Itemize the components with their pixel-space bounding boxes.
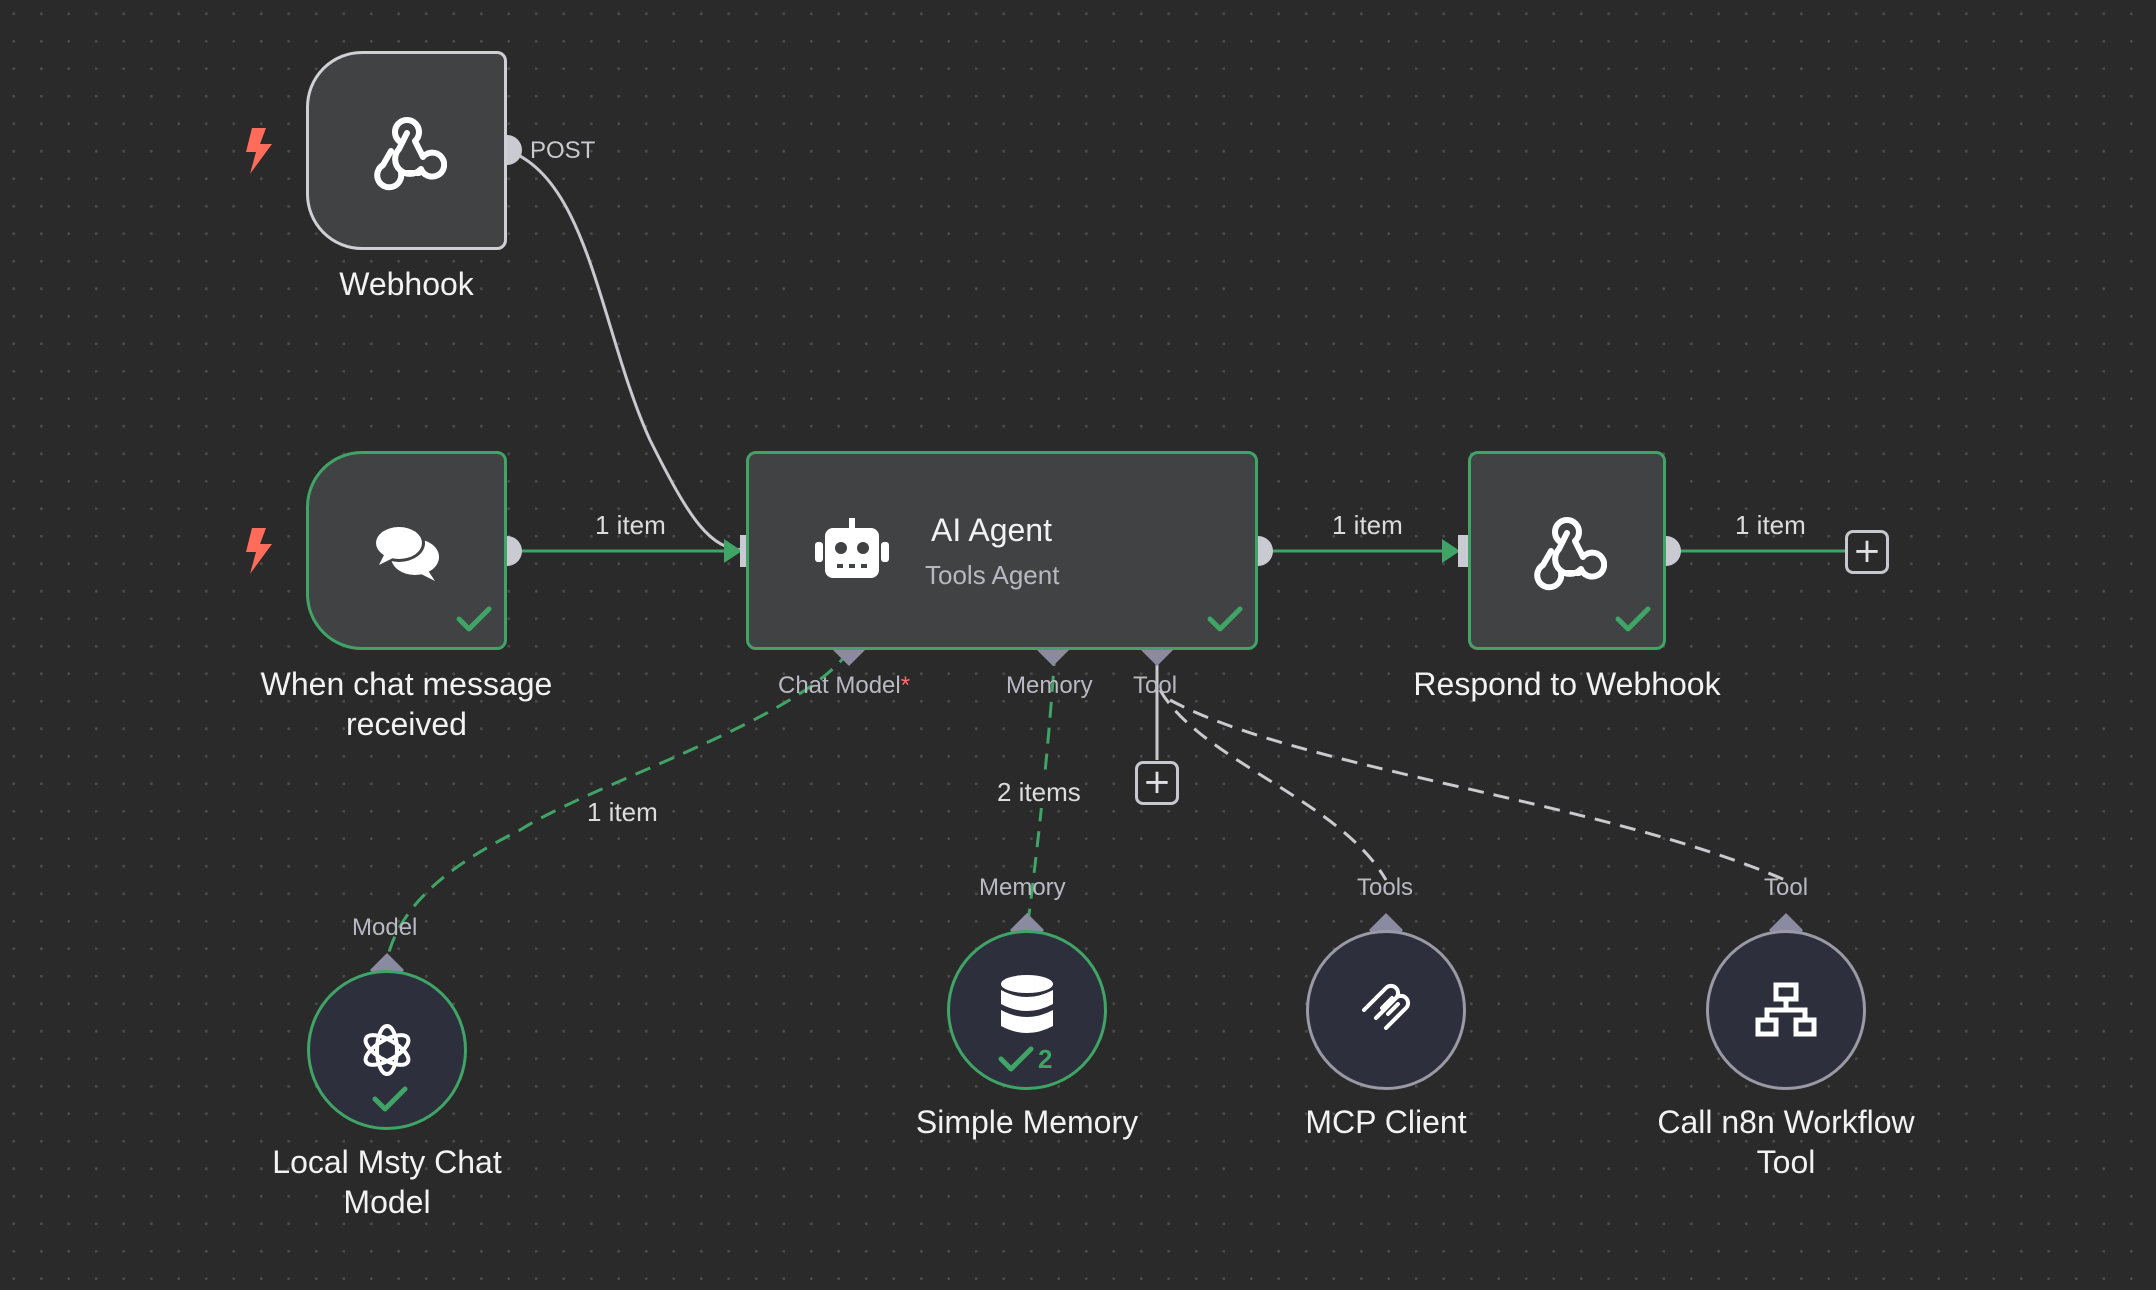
agent-respond-items: 1 item [1332,510,1403,540]
chat-trigger-node[interactable] [306,451,507,650]
success-check-icon [1207,606,1243,632]
model-agent-connection[interactable] [385,649,852,961]
success-check-icon [372,1086,408,1112]
model-node-port-label: Model [352,914,418,941]
chat-model-node[interactable] [307,970,467,1130]
ai-agent-subtitle: Tools Agent [925,560,1060,590]
simple-memory-node[interactable]: 2 [947,930,1107,1090]
simple-memory-label: Simple Memory [915,1104,1139,1140]
add-node-button[interactable]: + [1845,530,1889,574]
chat-model-port-label: Chat Model* [778,672,911,699]
chat-agent-arrow [724,539,742,563]
workflow-node-port-label: Tool [1764,874,1809,901]
ai-agent-title: AI Agent [931,512,1052,548]
database-icon [997,974,1057,1038]
webhook-agent-connection[interactable] [506,148,746,552]
success-check-icon [1615,606,1651,632]
trigger-bolt-icon [246,128,272,174]
robot-icon [811,512,891,592]
mcp-client-node[interactable] [1306,930,1466,1090]
workflow-tool-node[interactable] [1706,930,1866,1090]
mcp-icon [1356,980,1416,1040]
tool-workflow-connection[interactable] [1169,698,1786,882]
chat-bubbles-icon [367,511,447,591]
mcp-node-port-label: Tools [1357,874,1414,901]
tool-port-label: Tool [1133,672,1178,699]
webhook-icon [367,111,447,191]
webhook-post-label: POST [530,137,596,164]
model-agent-items: 1 item [583,797,662,828]
workflow-tool-label: Call n8n Workflow Tool [1657,1104,1915,1180]
success-check-icon [998,1046,1034,1072]
trigger-bolt-icon [246,528,272,574]
agent-respond-arrow [1442,539,1460,563]
respond-webhook-label: Respond to Webhook [1413,666,1721,702]
respond-webhook-node[interactable] [1468,451,1666,650]
chat-agent-items: 1 item [595,510,666,540]
mcp-client-label: MCP Client [1305,1104,1467,1140]
network-icon [1754,982,1818,1038]
memory-run-count: 2 [1038,1044,1053,1074]
chat-trigger-label: When chat message received [260,666,553,742]
ai-agent-node[interactable]: AI Agent Tools Agent [746,451,1258,650]
add-tool-button[interactable]: + [1135,761,1179,805]
respond-out-items: 1 item [1735,510,1806,540]
memory-node-port-label: Memory [979,874,1066,901]
openai-icon [355,1018,419,1082]
success-check-icon [456,606,492,632]
webhook-icon [1527,511,1607,591]
memory-port-label: Memory [1006,672,1093,699]
tool-mcp-connection[interactable] [1158,689,1388,881]
webhook-node[interactable] [306,51,507,250]
memory-agent-items: 2 items [993,777,1085,808]
chat-model-label: Local Msty Chat Model [272,1144,502,1220]
webhook-node-label: Webhook [339,266,474,302]
